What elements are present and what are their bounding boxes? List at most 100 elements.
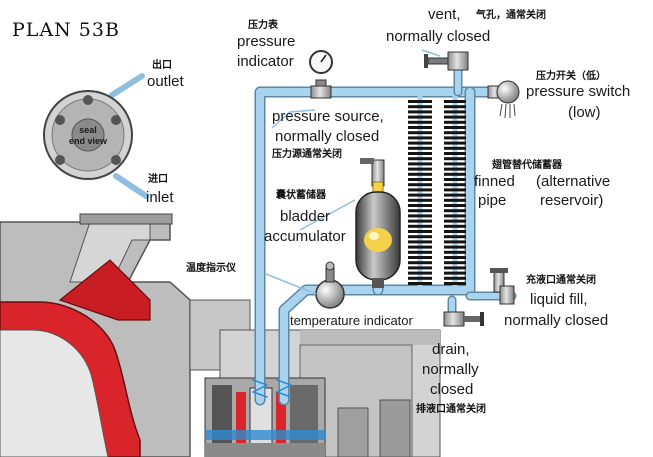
drain-label-2: normally <box>422 361 479 378</box>
temperature-label: temperature indicator <box>290 313 414 328</box>
leader-lines <box>265 49 441 295</box>
fin <box>408 276 432 280</box>
fin <box>408 198 432 202</box>
fin <box>444 136 466 140</box>
pressure-source-label-2: normally closed <box>275 128 379 145</box>
fin <box>444 235 466 239</box>
fin <box>444 193 466 197</box>
fin <box>408 126 432 129</box>
fin <box>408 146 432 150</box>
fin <box>444 178 466 181</box>
finned-pipe-alt-1: (alternative <box>536 173 610 190</box>
fin <box>408 256 432 259</box>
fin <box>408 214 432 218</box>
fin <box>408 157 432 161</box>
fin <box>408 224 432 228</box>
fin <box>444 240 466 244</box>
fin <box>408 105 432 109</box>
fin <box>408 188 432 192</box>
fin <box>444 100 466 103</box>
fin <box>408 167 432 171</box>
outlet-label: outlet <box>147 73 185 90</box>
pressure-indicator-gauge <box>309 50 333 99</box>
fin <box>408 219 432 223</box>
fin <box>408 282 432 285</box>
fin <box>444 172 466 176</box>
drain-label-3: closed <box>430 381 473 398</box>
mechanical-seal <box>204 377 326 457</box>
fin <box>408 115 432 119</box>
liquid-fill-label-2: normally closed <box>504 312 608 329</box>
fin <box>408 162 432 166</box>
pressure-switch <box>487 80 520 119</box>
pressure-source-valve <box>360 158 385 193</box>
pressure-indicator-label-2: indicator <box>237 53 294 70</box>
fin <box>408 152 432 155</box>
fin <box>444 141 466 145</box>
finned-pipe-label-1: finned <box>474 173 515 190</box>
fin <box>444 115 466 119</box>
fin <box>408 172 432 176</box>
temperature-indicator <box>315 261 345 309</box>
pressure-switch-label-1: pressure switch <box>526 83 630 100</box>
drain-label-cn: 排液口通常关闭 <box>416 402 486 415</box>
fin <box>408 120 432 124</box>
fin <box>444 131 466 135</box>
fin <box>444 152 466 155</box>
fin <box>408 141 432 145</box>
bladder-label-2: accumulator <box>264 228 346 245</box>
fin <box>444 230 466 233</box>
inlet-label: inlet <box>146 189 174 206</box>
temperature-label-cn: 温度指示仪 <box>186 261 237 274</box>
pressure-source-label-cn: 压力源通常关闭 <box>272 147 342 160</box>
fin <box>408 245 432 249</box>
fin <box>444 146 466 150</box>
seal-view-label-2: end view <box>69 136 108 146</box>
finned-pipe <box>408 96 466 290</box>
fin <box>444 261 466 265</box>
plan-title: PLAN 53B <box>12 19 120 41</box>
liquid-fill-valve <box>490 268 515 305</box>
fin <box>408 193 432 197</box>
pressure-switch-label-cn: 压力开关（低） <box>536 69 606 82</box>
inlet-label-cn: 进口 <box>148 172 168 185</box>
fin <box>408 100 432 103</box>
pressure-source-label-1: pressure source, <box>272 108 384 125</box>
fin <box>408 183 432 187</box>
fin <box>444 209 466 213</box>
fin <box>408 136 432 140</box>
bladder-label-cn: 囊状蓄储器 <box>275 188 327 201</box>
seal-view-label-1: seal <box>79 125 97 135</box>
fin <box>408 271 432 275</box>
fin <box>444 219 466 223</box>
fin <box>408 266 432 270</box>
vent-valve <box>424 51 469 71</box>
finned-pipe-label-cn: 翅管替代储蓄器 <box>492 158 563 171</box>
pressure-indicator-label-1: pressure <box>237 33 295 50</box>
fin <box>408 178 432 181</box>
outlet-label-cn: 出口 <box>152 58 172 71</box>
impeller-red <box>0 259 151 457</box>
finned-pipe-alt-2: reservoir) <box>540 192 603 209</box>
fin <box>444 105 466 109</box>
fin <box>408 240 432 244</box>
fin <box>444 250 466 254</box>
fin <box>444 224 466 228</box>
fin <box>444 162 466 166</box>
fin <box>444 271 466 275</box>
drain-label-1: drain, <box>432 341 470 358</box>
fin <box>444 126 466 129</box>
fin <box>408 209 432 213</box>
fin <box>444 120 466 124</box>
fin <box>444 266 466 270</box>
fin <box>444 256 466 259</box>
fin <box>408 250 432 254</box>
fin <box>444 245 466 249</box>
liquid-fill-label-cn: 充液口通常关闭 <box>526 273 596 286</box>
fin <box>408 235 432 239</box>
seal-end-view: seal end view <box>43 73 149 199</box>
fin <box>408 230 432 233</box>
fin <box>444 157 466 161</box>
bladder-accumulator <box>355 191 401 288</box>
